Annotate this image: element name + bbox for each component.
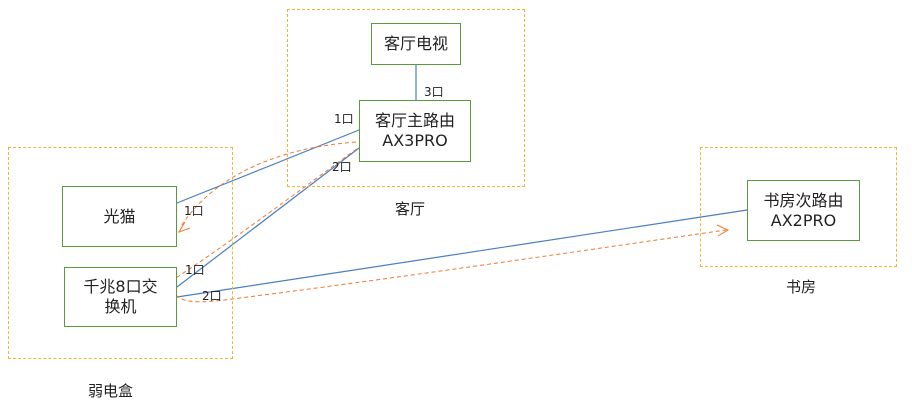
node-main-router: 客厅主路由 AX3PRO <box>359 100 471 162</box>
port-switch-router: 1口 <box>185 263 205 277</box>
port-router-switch: 2口 <box>332 160 352 174</box>
node-switch: 千兆8口交 换机 <box>64 267 177 327</box>
main-router-model: AX3PRO <box>382 131 448 150</box>
port-switch-subrouter: 2口 <box>202 289 222 303</box>
flow-switch-to-router <box>164 147 359 286</box>
flow-switch-to-subrouter <box>175 229 727 303</box>
sub-router-label: 书房次路由 <box>763 190 844 210</box>
living-tv-label: 客厅电视 <box>383 34 448 53</box>
flow-router-modem-arrowhead <box>177 221 191 233</box>
zone-living-room <box>287 9 525 187</box>
switch-label-line1: 千兆8口交 <box>83 277 158 296</box>
port-modem-router: 1口 <box>184 204 204 218</box>
node-optical-modem: 光猫 <box>62 186 177 247</box>
optical-modem-label: 光猫 <box>103 206 136 226</box>
zone-weak-box <box>8 147 233 359</box>
sub-router-model: AX2PRO <box>770 210 837 230</box>
node-living-tv: 客厅电视 <box>371 23 461 65</box>
port-router-modem: 1口 <box>334 112 354 126</box>
flow-router-to-modem <box>179 141 357 229</box>
node-sub-router: 书房次路由 AX2PRO <box>747 180 860 241</box>
link-router-modem <box>176 129 360 204</box>
link-switch-subrouter <box>176 209 748 298</box>
link-router-switch <box>176 147 360 288</box>
switch-label-line2: 换机 <box>104 297 137 316</box>
main-router-label: 客厅主路由 <box>374 111 455 130</box>
port-router-tv: 3口 <box>424 85 444 99</box>
zone-label-living-room: 客厅 <box>395 200 426 218</box>
zone-study <box>700 147 897 267</box>
zone-label-study: 书房 <box>786 278 817 296</box>
flow-subrouter-arrowhead <box>716 224 730 237</box>
zone-label-weak-box: 弱电盒 <box>88 382 134 400</box>
